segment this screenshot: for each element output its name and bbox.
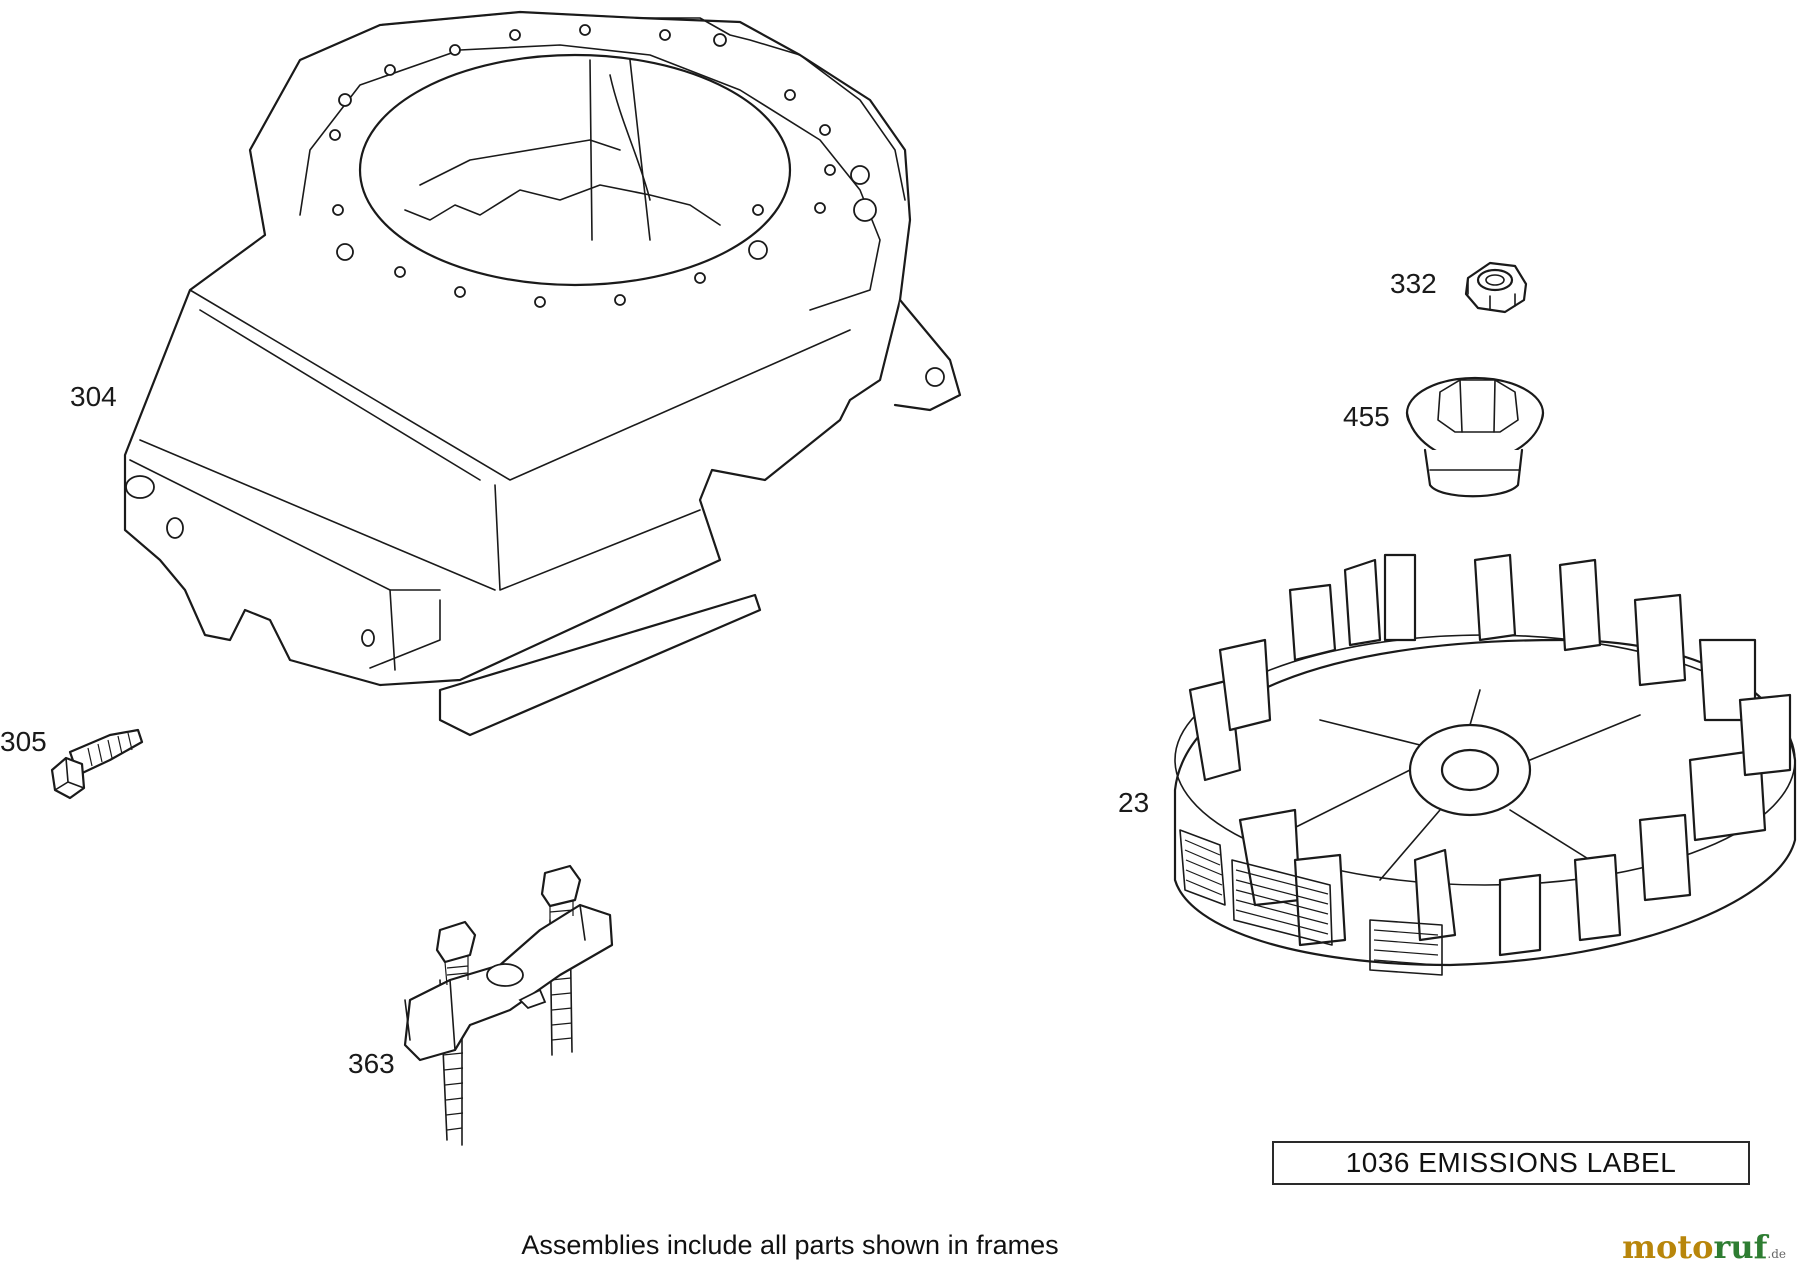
clutch-illustration (1405, 376, 1545, 498)
brand-main: moto (1622, 1228, 1714, 1266)
nut-illustration (1464, 261, 1528, 314)
puller-illustration (403, 864, 614, 1146)
callout-304[interactable]: 304 (70, 381, 117, 412)
emissions-label-text: 1036 EMISSIONS LABEL (1345, 1147, 1677, 1178)
flywheel-illustration (1173, 553, 1797, 976)
footnote-text: Assemblies include all parts shown in fr… (521, 1230, 1059, 1260)
assemblies-footnote: Assemblies include all parts shown in fr… (0, 1230, 1800, 1261)
callout-23[interactable]: 23 (1118, 787, 1150, 818)
callout-455[interactable]: 455 (1343, 401, 1390, 432)
callout-363[interactable]: 363 (348, 1048, 395, 1079)
brand-tld: .de (1767, 1247, 1786, 1261)
callout-332[interactable]: 332 (1390, 268, 1437, 299)
bolt-illustration (50, 728, 144, 800)
brand-watermark-logo: motoruf.de (1622, 1228, 1786, 1266)
callout-305[interactable]: 305 (0, 726, 47, 757)
brand-accent: ruf (1713, 1228, 1768, 1266)
blower-housing-illustration (123, 10, 962, 737)
emissions-label-frame[interactable]: 1036 EMISSIONS LABEL (1272, 1141, 1750, 1185)
